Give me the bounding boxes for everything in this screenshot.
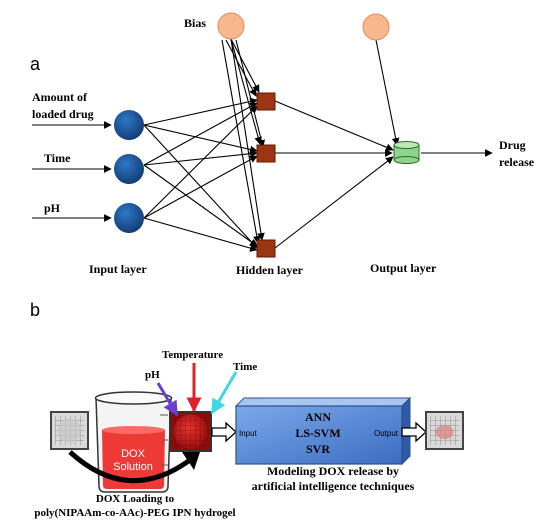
hydrogel-sample-loaded	[169, 411, 212, 452]
time-arrow	[210, 371, 238, 415]
model-ann: ANN	[305, 410, 331, 424]
panel-a-label: a	[30, 54, 41, 74]
input-node-ph	[114, 203, 144, 233]
model-svr: SVR	[306, 442, 330, 456]
panel-b-label: b	[30, 300, 40, 320]
input-arrow	[211, 421, 237, 443]
loading-caption-2: poly(NIPAAm-co-AAc)-PEG IPN hydrogel	[34, 507, 235, 519]
bias-node-hidden	[217, 12, 245, 40]
output-label-2: release	[499, 155, 535, 169]
input-layer-label: Input layer	[89, 262, 147, 276]
time-label: Time	[233, 361, 257, 373]
modeling-caption-2: artificial intelligence techniques	[252, 479, 415, 493]
model-ls-svm: LS-SVM	[295, 426, 340, 440]
output-arrow	[401, 421, 427, 443]
ph-arrow	[156, 382, 179, 417]
output-node	[393, 141, 420, 164]
network-connections	[32, 38, 493, 252]
hydrogel-sample-after	[425, 411, 464, 450]
beaker: DOX Solution	[94, 391, 173, 493]
hidden-node-3	[256, 239, 276, 258]
input-label-time: Time	[44, 151, 71, 165]
output-layer-label: Output layer	[370, 261, 437, 275]
ph-label: pH	[145, 369, 160, 381]
input-tag: Input	[239, 429, 258, 438]
hidden-layer-label: Hidden layer	[236, 263, 304, 277]
input-node-amount	[114, 110, 144, 140]
loading-arrow	[68, 450, 200, 483]
input-label-amount-2: loaded drug	[32, 107, 94, 121]
hydrogel-sample-before	[50, 411, 89, 450]
modeling-caption-1: Modeling DOX release by	[267, 464, 399, 478]
input-label-amount-1: Amount of	[32, 90, 88, 104]
hidden-node-1	[256, 92, 276, 111]
input-label-ph: pH	[44, 201, 61, 215]
bias-label: Bias	[184, 16, 206, 30]
temperature-label: Temperature	[162, 349, 223, 361]
loading-caption-1: DOX Loading to	[96, 493, 175, 505]
dox-label-2: Solution	[113, 461, 153, 473]
output-tag: Output	[374, 429, 399, 438]
bias-node-output	[362, 13, 390, 41]
model-box	[234, 396, 412, 466]
hidden-node-2	[256, 144, 276, 163]
dox-label-1: DOX	[121, 448, 146, 460]
input-node-time	[114, 154, 144, 184]
output-label-1: Drug	[499, 138, 526, 152]
